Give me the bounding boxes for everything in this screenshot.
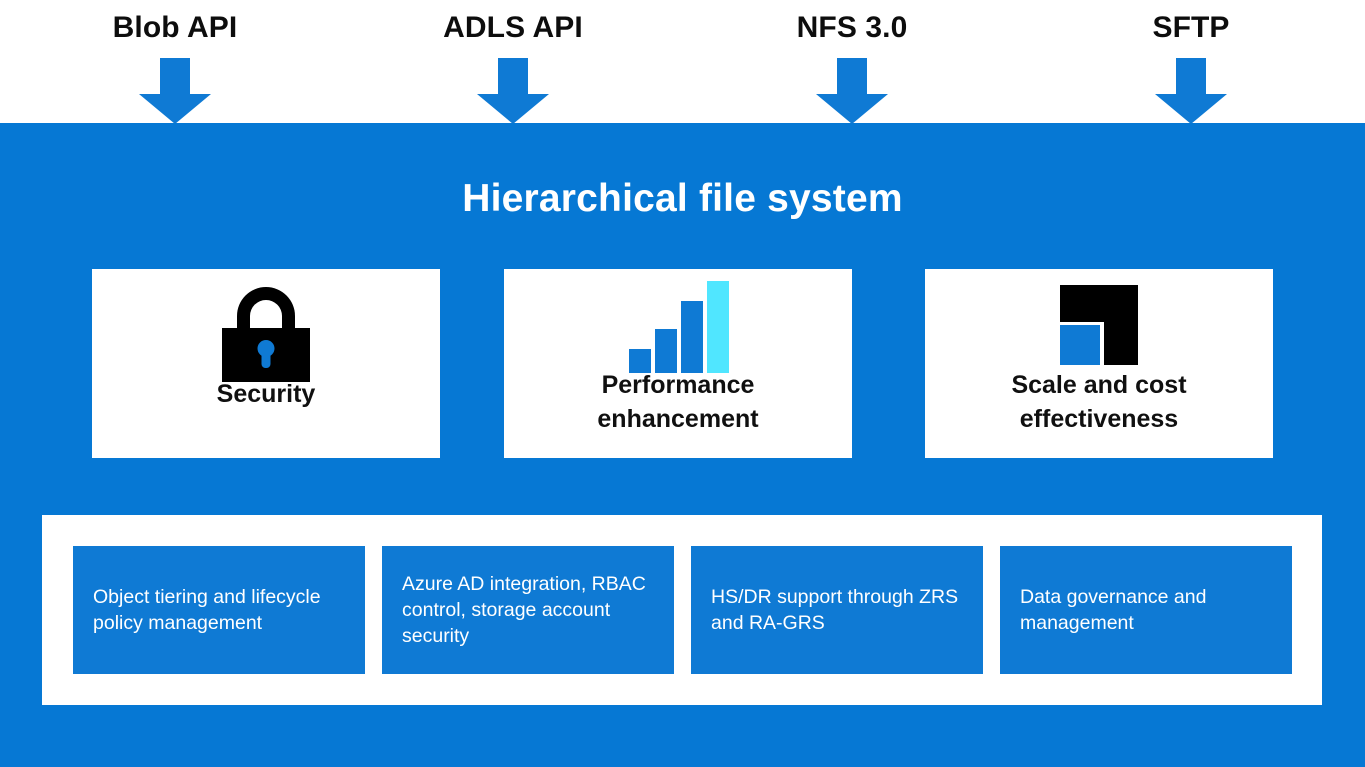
feature-card-performance: Performance enhancement	[504, 269, 852, 458]
capability-text: Azure AD integration, RBAC control, stor…	[402, 573, 646, 647]
down-arrow-icon	[139, 58, 211, 124]
arrow-head	[139, 94, 211, 124]
feature-card-label-scale: Scale and cost effectiveness	[925, 368, 1273, 436]
capability-text: HS/DR support through ZRS and RA-GRS	[711, 586, 959, 634]
api-label-nfs: NFS 3.0	[796, 11, 908, 44]
arrow-shaft	[1176, 58, 1206, 96]
feature-card-security: Security	[92, 269, 440, 458]
api-entry-nfs: NFS 3.0	[722, 0, 982, 124]
capability-tile: Object tiering and lifecycle policy mana…	[73, 546, 365, 674]
scale-block-top	[1060, 285, 1138, 322]
scale-block-square	[1060, 325, 1100, 365]
chart-bar-highlight	[707, 281, 729, 373]
api-label-adls: ADLS API	[443, 11, 583, 44]
arrow-shaft	[160, 58, 190, 96]
arrow-shaft	[837, 58, 867, 96]
chart-bar	[655, 329, 677, 373]
scale-block-right	[1104, 322, 1138, 365]
arrow-shaft	[498, 58, 528, 96]
scale-blocks-shape	[1060, 285, 1138, 365]
arrow-head	[816, 94, 888, 124]
label-line-1: Scale and cost	[1011, 371, 1187, 399]
down-arrow-icon	[477, 58, 549, 124]
chart-bar	[681, 301, 703, 373]
capability-text: Data governance and management	[1020, 586, 1207, 634]
down-arrow-icon	[816, 58, 888, 124]
arrow-head	[477, 94, 549, 124]
padlock-keyhole-stem	[261, 349, 271, 368]
api-access-strip: Blob API ADLS API NFS 3.0 SFTP	[0, 0, 1365, 124]
scale-blocks-icon	[925, 269, 1273, 387]
down-arrow-icon	[1155, 58, 1227, 124]
label-line-1: Performance	[601, 371, 755, 399]
api-entry-blob: Blob API	[45, 0, 305, 124]
padlock-icon	[92, 269, 440, 387]
bar-chart-shape	[629, 281, 729, 373]
panel-title: Hierarchical file system	[462, 177, 903, 220]
bar-chart-icon	[504, 269, 852, 387]
capabilities-panel: Object tiering and lifecycle policy mana…	[42, 515, 1322, 705]
label-line-2: effectiveness	[1019, 405, 1179, 433]
feature-card-scale: Scale and cost effectiveness	[925, 269, 1273, 458]
capability-text: Object tiering and lifecycle policy mana…	[93, 586, 321, 634]
label-line-2: enhancement	[597, 405, 759, 433]
api-label-blob: Blob API	[112, 11, 238, 44]
padlock-shape	[221, 287, 311, 382]
api-entry-adls: ADLS API	[383, 0, 643, 124]
api-label-sftp: SFTP	[1152, 11, 1230, 44]
api-entry-sftp: SFTP	[1061, 0, 1321, 124]
chart-bar	[629, 349, 651, 373]
capability-tile: HS/DR support through ZRS and RA-GRS	[691, 546, 983, 674]
hierarchical-file-system-panel: Hierarchical file system Security Perfor…	[0, 123, 1365, 767]
feature-card-label-performance: Performance enhancement	[504, 368, 852, 436]
capability-tile: Data governance and management	[1000, 546, 1292, 674]
arrow-head	[1155, 94, 1227, 124]
feature-card-label-security: Security	[216, 380, 316, 408]
capability-tile: Azure AD integration, RBAC control, stor…	[382, 546, 674, 674]
